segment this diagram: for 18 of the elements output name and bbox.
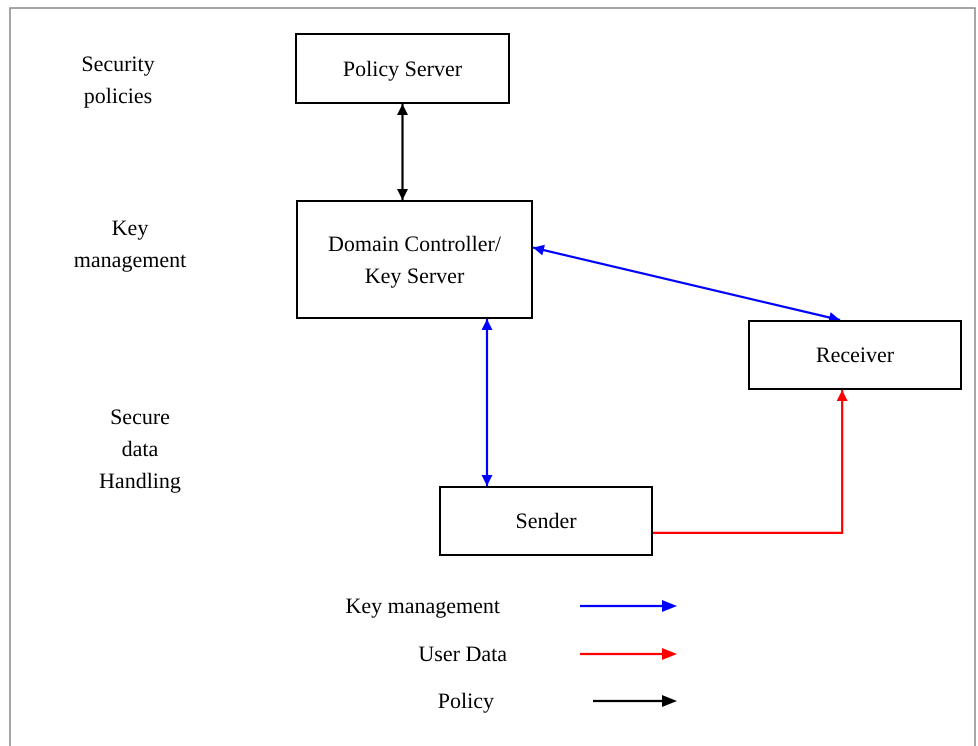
row-label: Key management — [72, 214, 188, 274]
box-label: Policy Server — [342, 54, 462, 83]
legend-label: User Data — [417, 640, 507, 668]
arrow — [482, 319, 492, 486]
process-box — [748, 320, 962, 390]
row-label: Secure data Handling — [98, 403, 182, 495]
process-box — [439, 486, 653, 556]
legend-label: Policy — [436, 687, 494, 715]
arrow — [397, 104, 408, 200]
arrow — [532, 244, 840, 323]
box-label: Domain Controller/ Key Server — [327, 230, 502, 290]
legend-label: Key management — [344, 592, 500, 620]
arrow — [653, 390, 848, 534]
box-label: Receiver — [816, 341, 894, 369]
process-box — [295, 33, 510, 104]
box-label: Sender — [515, 507, 577, 535]
row-label: Security policies — [80, 50, 156, 110]
process-box — [296, 200, 533, 319]
